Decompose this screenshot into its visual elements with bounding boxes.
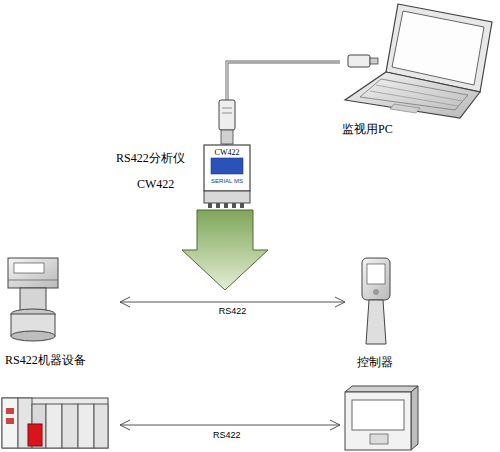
- diagram-label: RS422: [213, 430, 241, 440]
- device-node: 监视用PC: [340, 2, 497, 137]
- device-node: RS422机器设备: [3, 245, 120, 370]
- analyzer-device: [204, 145, 250, 208]
- device-node: 控制器: [345, 255, 410, 372]
- diagram-label: CW422: [137, 177, 174, 192]
- edge-label: RS422: [219, 306, 247, 316]
- node-text: RS422机器设备: [5, 352, 86, 369]
- node-text: 控制器: [357, 354, 393, 371]
- plc-drawing: [2, 398, 108, 448]
- bus-arrow: [120, 425, 340, 426]
- node-text: CW422: [204, 148, 250, 157]
- diagram-label: RS422分析仪: [116, 150, 185, 167]
- flow-arrow: [182, 210, 268, 290]
- controller-drawing: [362, 258, 390, 344]
- usb-cable: [227, 62, 340, 145]
- laptop-drawing: [345, 4, 492, 118]
- node-text: 监视用PC: [342, 121, 393, 138]
- bus-arrow: [120, 302, 345, 303]
- machine-drawing: [8, 258, 58, 341]
- node-text: SERIAL MS: [204, 178, 250, 184]
- panel-drawing: [345, 386, 418, 450]
- device-node: CW422SERIAL MS: [204, 145, 250, 191]
- cable-highlight: [227, 62, 340, 145]
